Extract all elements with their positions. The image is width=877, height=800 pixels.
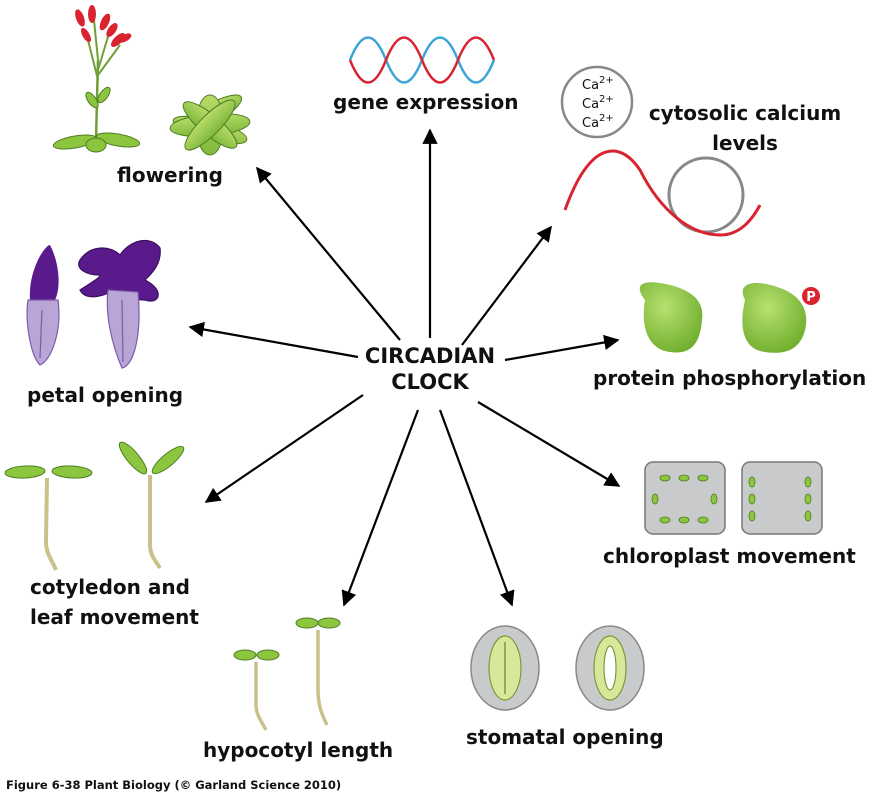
center-line1: CIRCADIAN bbox=[364, 344, 496, 368]
arrows bbox=[188, 128, 621, 607]
calcium-ion-2: Ca2+ bbox=[582, 94, 614, 112]
arrow-petal bbox=[188, 321, 359, 359]
arrow-flowering bbox=[256, 166, 401, 341]
arrow-stomatal bbox=[438, 409, 515, 607]
label-cotyledon: cotyledon and leaf movement bbox=[30, 572, 199, 632]
calcium-ion-3: Ca2+ bbox=[582, 113, 614, 131]
label-protein-phosphorylation: protein phosphorylation bbox=[593, 366, 867, 390]
label-gene-expression: gene expression bbox=[333, 90, 519, 114]
calcium-oscillation-icon bbox=[563, 149, 762, 237]
long-hypocotyl-icon bbox=[295, 617, 341, 726]
arrow-calcium bbox=[461, 225, 552, 346]
rosette-icon bbox=[169, 94, 251, 156]
arrow-hypocotyl bbox=[341, 409, 420, 607]
label-cotyledon-line1: cotyledon and bbox=[30, 575, 190, 599]
open-flower-icon bbox=[78, 239, 161, 369]
arrow-cotyledon bbox=[204, 394, 364, 503]
phosphate-badge bbox=[800, 285, 822, 307]
calcium-icon: Ca2+ Ca2+ Ca2+ bbox=[560, 65, 634, 139]
dna-helix-icon bbox=[348, 36, 496, 84]
stoma-closed-icon bbox=[470, 625, 540, 711]
label-calcium: cytosolic calcium levels bbox=[645, 98, 845, 158]
label-cotyledon-line2: leaf movement bbox=[30, 605, 199, 629]
seedling-flat-icon bbox=[4, 465, 93, 571]
arrow-protein bbox=[504, 334, 620, 362]
label-calcium-line1: cytosolic calcium bbox=[648, 101, 842, 125]
calcium-ion-1: Ca2+ bbox=[582, 75, 614, 93]
cell-spread-chloroplasts-icon bbox=[644, 461, 726, 535]
label-chloroplast-movement: chloroplast movement bbox=[603, 544, 856, 568]
stoma-open-icon bbox=[575, 625, 645, 711]
arrow-chloroplast bbox=[477, 401, 621, 487]
protein-icon bbox=[639, 282, 703, 353]
label-calcium-line2: levels bbox=[712, 131, 778, 155]
flowering-plant-icon bbox=[52, 5, 141, 153]
phosphate-label: P bbox=[806, 290, 816, 305]
closed-bud-icon bbox=[26, 245, 60, 366]
label-stomatal-opening: stomatal opening bbox=[466, 725, 664, 749]
short-hypocotyl-icon bbox=[233, 649, 280, 731]
cell-edge-chloroplasts-icon bbox=[741, 461, 823, 535]
center-line2: CLOCK bbox=[391, 370, 469, 394]
label-hypocotyl-length: hypocotyl length bbox=[203, 738, 394, 762]
figure-caption: Figure 6-38 Plant Biology (© Garland Sci… bbox=[6, 778, 342, 792]
label-flowering: flowering bbox=[117, 163, 223, 187]
seedling-raised-icon bbox=[118, 441, 185, 570]
label-petal-opening: petal opening bbox=[27, 383, 184, 407]
phosphorylated-protein-icon: P bbox=[742, 283, 822, 353]
center-label: CIRCADIAN CLOCK bbox=[360, 343, 500, 395]
